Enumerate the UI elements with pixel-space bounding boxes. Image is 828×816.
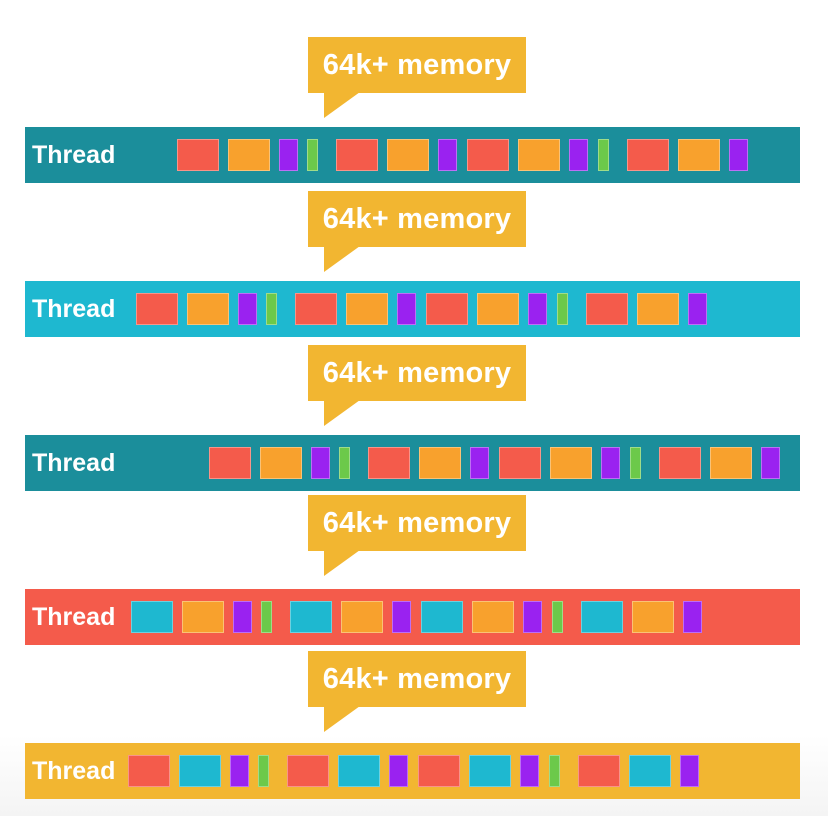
green-memory-block: [552, 601, 563, 633]
cyan-memory-block: [421, 601, 463, 633]
green-memory-block: [266, 293, 277, 325]
purple-memory-block: [569, 139, 588, 171]
memory-callout: 64k+ memory: [308, 191, 526, 272]
thread-bar: Thread: [25, 743, 800, 799]
green-memory-block: [261, 601, 272, 633]
memory-callout-label: 64k+ memory: [322, 357, 512, 389]
thread-label: Thread: [32, 141, 116, 169]
cyan-memory-block: [131, 601, 173, 633]
orange-memory-block: [550, 447, 592, 479]
orange-memory-block: [518, 139, 560, 171]
memory-callout: 64k+ memory: [308, 345, 526, 426]
red-memory-block: [209, 447, 251, 479]
purple-memory-block: [761, 447, 780, 479]
green-memory-block: [630, 447, 641, 479]
red-memory-block: [177, 139, 219, 171]
orange-memory-block: [477, 293, 519, 325]
cyan-memory-block: [338, 755, 380, 787]
memory-callout-label: 64k+ memory: [322, 663, 512, 695]
cyan-memory-block: [581, 601, 623, 633]
purple-memory-block: [601, 447, 620, 479]
memory-callout: 64k+ memory: [308, 495, 526, 576]
memory-callout-label: 64k+ memory: [322, 507, 512, 539]
green-memory-block: [339, 447, 350, 479]
orange-memory-block: [472, 601, 514, 633]
orange-memory-block: [632, 601, 674, 633]
orange-memory-block: [387, 139, 429, 171]
red-memory-block: [287, 755, 329, 787]
callout-pointer: [324, 400, 360, 426]
green-memory-block: [549, 755, 560, 787]
purple-memory-block: [279, 139, 298, 171]
purple-memory-block: [523, 601, 542, 633]
memory-callout: 64k+ memory: [308, 37, 526, 118]
purple-memory-block: [311, 447, 330, 479]
thread-label: Thread: [32, 603, 116, 631]
red-memory-block: [295, 293, 337, 325]
thread-bar: Thread: [25, 127, 800, 183]
red-memory-block: [426, 293, 468, 325]
orange-memory-block: [710, 447, 752, 479]
thread-bar: Thread: [25, 435, 800, 491]
orange-memory-block: [341, 601, 383, 633]
green-memory-block: [258, 755, 269, 787]
red-memory-block: [627, 139, 669, 171]
memory-callout-label: 64k+ memory: [322, 203, 512, 235]
red-memory-block: [467, 139, 509, 171]
memory-callout: 64k+ memory: [308, 651, 526, 732]
purple-memory-block: [238, 293, 257, 325]
purple-memory-block: [230, 755, 249, 787]
thread-bar: Thread: [25, 281, 800, 337]
purple-memory-block: [520, 755, 539, 787]
red-memory-block: [659, 447, 701, 479]
cyan-memory-block: [469, 755, 511, 787]
green-memory-block: [307, 139, 318, 171]
thread-bar: Thread: [25, 589, 800, 645]
purple-memory-block: [729, 139, 748, 171]
purple-memory-block: [680, 755, 699, 787]
orange-memory-block: [419, 447, 461, 479]
callout-pointer: [324, 550, 360, 576]
green-memory-block: [598, 139, 609, 171]
thread-label: Thread: [32, 757, 116, 785]
purple-memory-block: [438, 139, 457, 171]
orange-memory-block: [678, 139, 720, 171]
cyan-memory-block: [629, 755, 671, 787]
purple-memory-block: [470, 447, 489, 479]
red-memory-block: [586, 293, 628, 325]
thread-label: Thread: [32, 295, 116, 323]
red-memory-block: [128, 755, 170, 787]
red-memory-block: [418, 755, 460, 787]
orange-memory-block: [346, 293, 388, 325]
red-memory-block: [136, 293, 178, 325]
callout-pointer: [324, 706, 360, 732]
orange-memory-block: [260, 447, 302, 479]
memory-callout-label: 64k+ memory: [322, 49, 512, 81]
green-memory-block: [557, 293, 568, 325]
purple-memory-block: [683, 601, 702, 633]
red-memory-block: [578, 755, 620, 787]
orange-memory-block: [187, 293, 229, 325]
purple-memory-block: [528, 293, 547, 325]
callout-pointer: [324, 92, 360, 118]
purple-memory-block: [397, 293, 416, 325]
cyan-memory-block: [179, 755, 221, 787]
cyan-memory-block: [290, 601, 332, 633]
purple-memory-block: [389, 755, 408, 787]
purple-memory-block: [688, 293, 707, 325]
callout-pointer: [324, 246, 360, 272]
orange-memory-block: [637, 293, 679, 325]
purple-memory-block: [392, 601, 411, 633]
purple-memory-block: [233, 601, 252, 633]
red-memory-block: [336, 139, 378, 171]
orange-memory-block: [182, 601, 224, 633]
red-memory-block: [368, 447, 410, 479]
orange-memory-block: [228, 139, 270, 171]
thread-label: Thread: [32, 449, 116, 477]
red-memory-block: [499, 447, 541, 479]
